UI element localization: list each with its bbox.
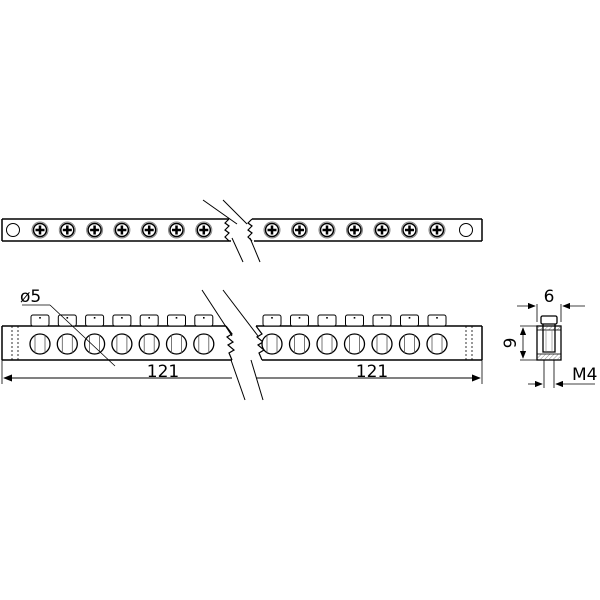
screw-head-top: [58, 221, 76, 239]
screw-head-top: [373, 221, 391, 239]
hole-diameter-label: ø5: [20, 287, 41, 307]
length-left-label: 121: [147, 362, 179, 382]
screw-head-top: [428, 221, 446, 239]
screw-head-top: [263, 221, 281, 239]
screw-head-top: [318, 221, 336, 239]
terminal-front: [56, 314, 78, 355]
screw-head-top: [401, 221, 418, 239]
screw-head-top: [291, 221, 308, 239]
terminal-front: [398, 314, 421, 355]
terminal-front: [343, 314, 366, 355]
side-view: [517, 302, 595, 388]
terminal-front: [138, 314, 160, 355]
length-right-label: 121: [356, 362, 388, 382]
thread-label: M4: [572, 365, 597, 385]
terminal-front: [29, 314, 51, 355]
terminal-front: [83, 314, 106, 355]
terminal-front: [193, 314, 215, 355]
screw-head-top: [31, 221, 49, 239]
terminal-front: [316, 314, 338, 355]
screw-head-top: [195, 221, 213, 239]
height-label: 9: [501, 338, 521, 349]
terminal-front: [426, 314, 448, 355]
screw-head-top: [168, 221, 185, 239]
terminal-front: [261, 314, 283, 355]
front-view: [1, 289, 483, 401]
terminal-front: [371, 314, 393, 355]
width-label: 6: [544, 287, 555, 307]
screw-head-top: [86, 221, 104, 239]
screw-head-top: [346, 221, 363, 239]
terminal-front: [111, 314, 133, 355]
terminal-front: [165, 314, 188, 355]
screw-head-top: [113, 221, 131, 239]
screw-head-top: [140, 221, 158, 239]
top-view: [1, 199, 483, 263]
terminal-front: [288, 314, 311, 355]
